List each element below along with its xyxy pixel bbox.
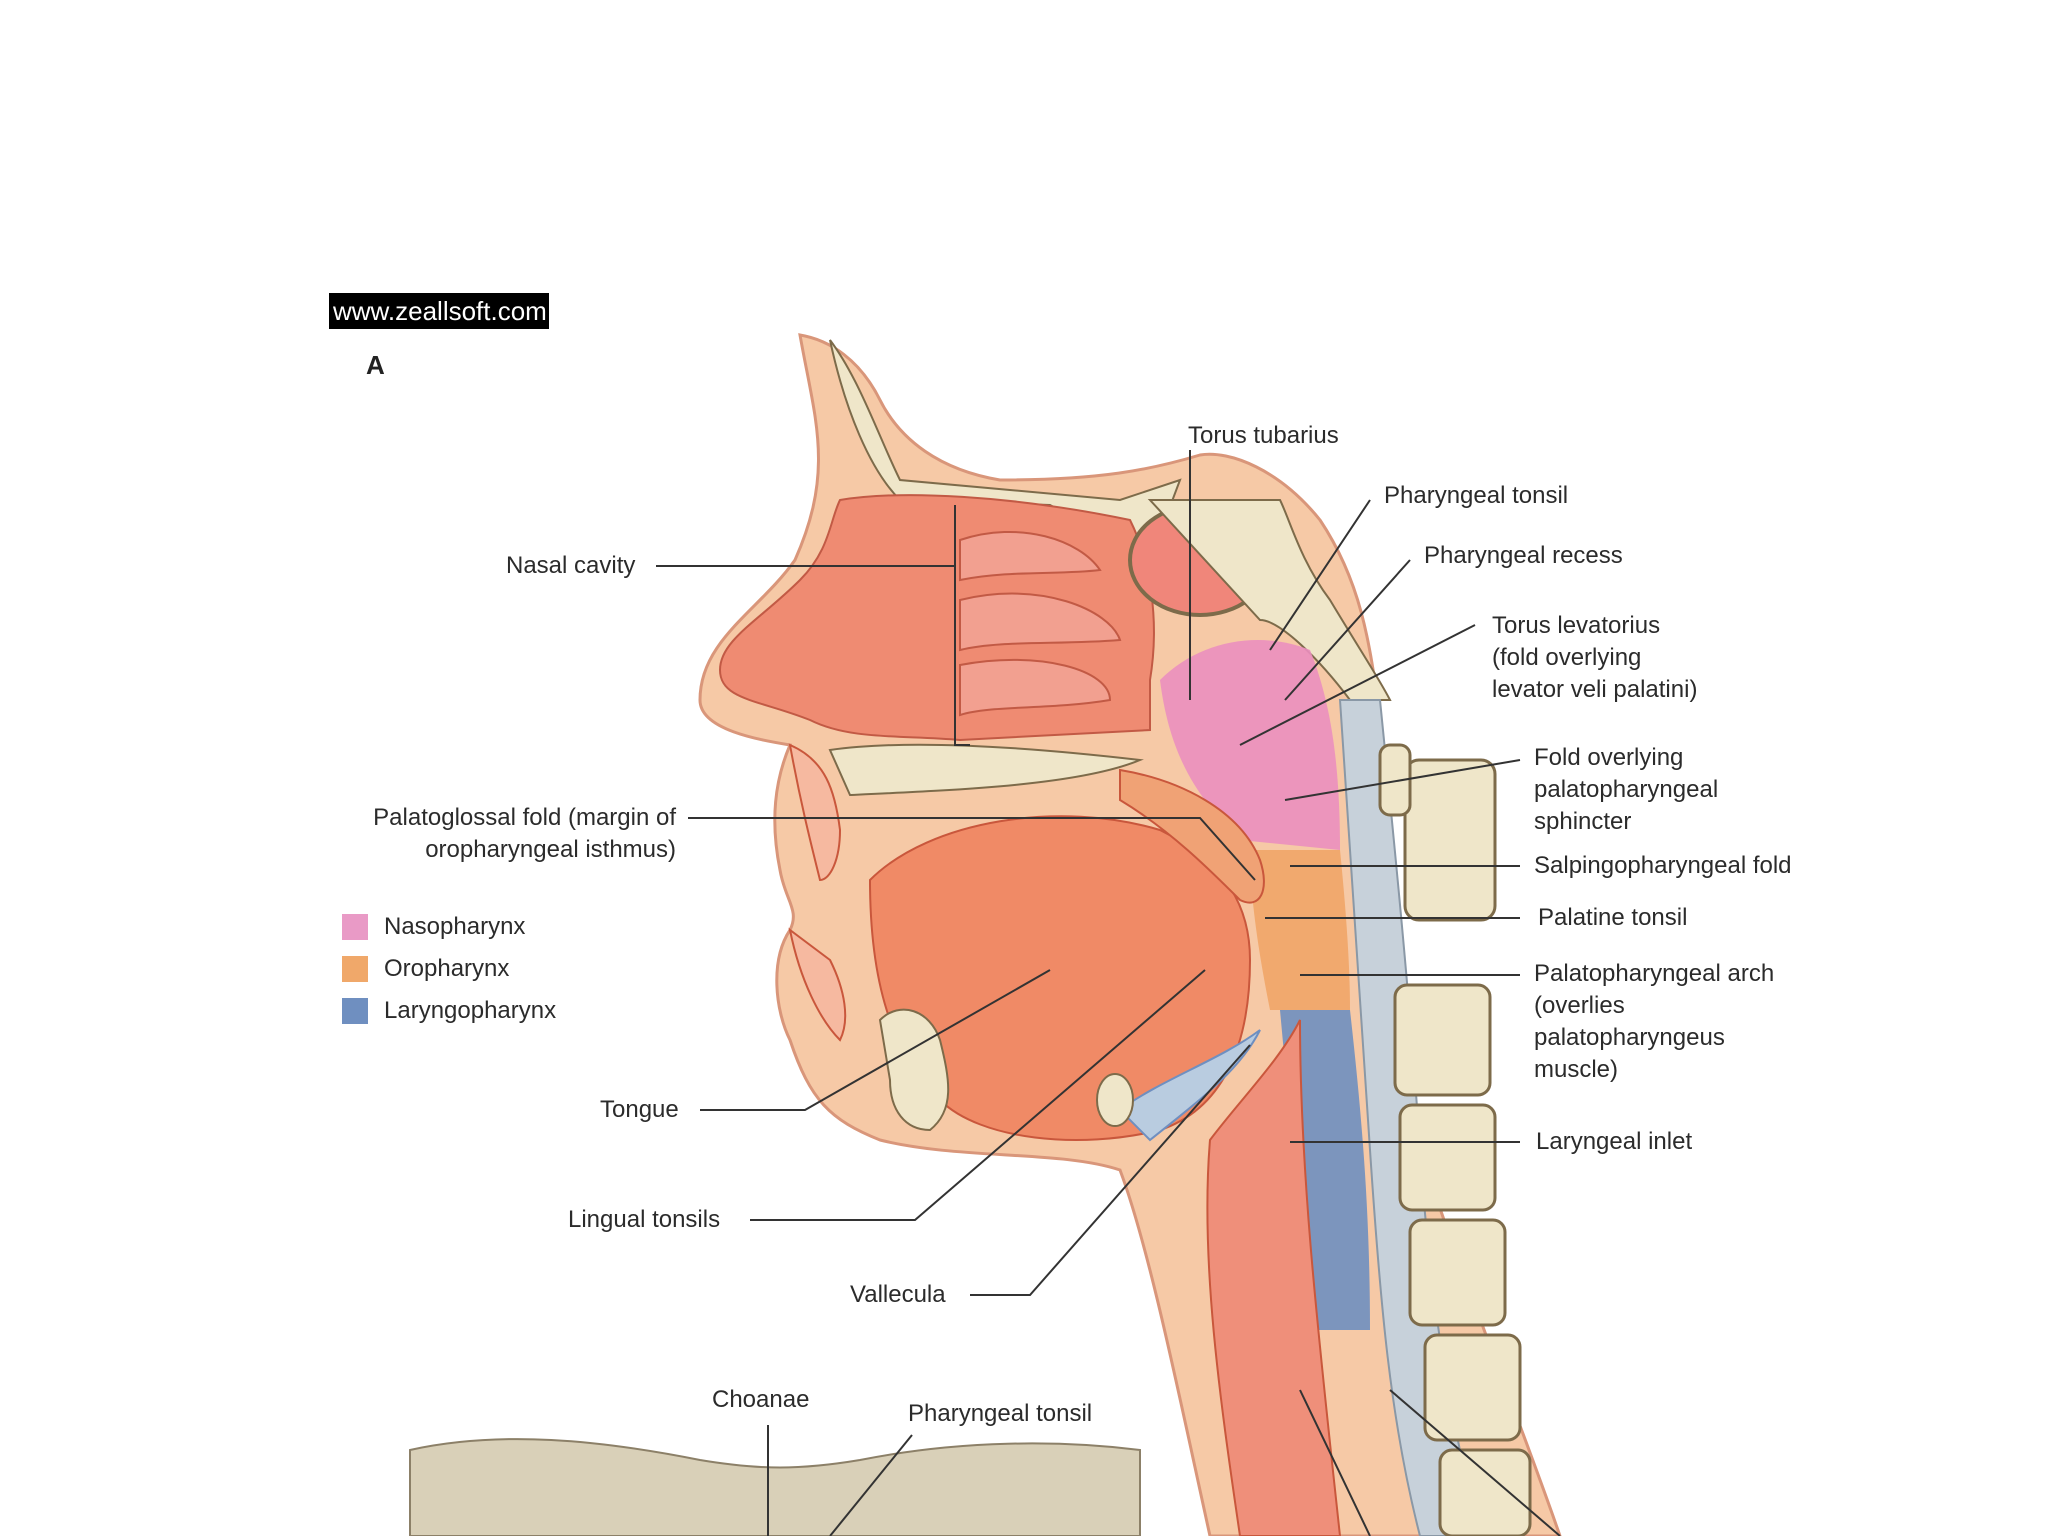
epiglottis — [1118, 1029, 1261, 1142]
oropharynx-region — [1250, 850, 1350, 1010]
watermark-text: www.zeallsoft.com — [329, 293, 549, 329]
leader-torus-levatorius — [1239, 624, 1476, 746]
panel-b-skull — [409, 1438, 1141, 1536]
leader-lingual-tonsils — [750, 969, 1206, 1221]
legend-label-oropharynx: Oropharynx — [384, 955, 510, 982]
legend-swatch-nasopharynx — [342, 914, 368, 940]
leader-pharyngeal-recess — [1284, 559, 1411, 701]
leader-nasal-cavity — [656, 505, 970, 746]
leader-pharyngeal-tonsil-b — [829, 1434, 913, 1536]
mandible-bone — [878, 1008, 950, 1132]
label-palatine-tonsil: Palatine tonsil — [1538, 904, 1688, 931]
vertebra — [1438, 1448, 1532, 1536]
larynx-tube — [1206, 1019, 1342, 1536]
label-palatoglossal-1: Palatoglossal fold (margin of — [373, 804, 676, 831]
legend-item-oropharynx: Oropharynx — [342, 948, 556, 990]
vertebra — [1378, 743, 1412, 817]
label-fold-overlying-1: Fold overlying — [1534, 744, 1684, 771]
label-palatopharyngeal-arch-1: Palatopharyngeal arch — [1534, 960, 1775, 987]
label-salpingopharyngeal-fold: Salpingopharyngeal fold — [1534, 852, 1792, 879]
vertebra — [1398, 1103, 1497, 1212]
legend-label-nasopharynx: Nasopharynx — [384, 913, 526, 940]
soft-palate — [1119, 768, 1265, 904]
label-torus-levatorius-2: (fold overlying — [1492, 644, 1642, 671]
leader-vallecula — [970, 1044, 1251, 1296]
upper-lip — [788, 743, 842, 882]
vertebra — [1403, 758, 1497, 922]
legend-swatch-laryngopharynx — [342, 998, 368, 1024]
hyoid-bone — [1096, 1073, 1134, 1127]
laryngopharynx-region — [1280, 1010, 1370, 1330]
region-legend: Nasopharynx Oropharynx Laryngopharynx — [342, 906, 556, 1032]
legend-item-nasopharynx: Nasopharynx — [342, 906, 556, 948]
legend-label-laryngopharynx: Laryngopharynx — [384, 997, 557, 1024]
legend-swatch-oropharynx — [342, 956, 368, 982]
label-laryngeal-inlet: Laryngeal inlet — [1536, 1128, 1693, 1155]
leader-pharyngeal-tonsil — [1269, 499, 1371, 651]
vertebra — [1423, 1333, 1522, 1442]
vertebra — [1393, 983, 1492, 1097]
label-palatopharyngeal-arch-4: muscle) — [1534, 1056, 1619, 1083]
label-pharyngeal-recess: Pharyngeal recess — [1424, 542, 1623, 569]
label-lingual-tonsils: Lingual tonsils — [568, 1206, 721, 1233]
label-pharyngeal-tonsil: Pharyngeal tonsil — [1384, 482, 1569, 509]
turbinate-lower — [959, 658, 1112, 717]
label-tongue: Tongue — [600, 1096, 679, 1123]
hard-palate — [828, 743, 1144, 797]
lower-lip — [788, 927, 847, 1042]
vertebra — [1408, 1218, 1507, 1327]
label-nasal-cavity: Nasal cavity — [506, 552, 636, 579]
leader-fold-overlying — [1284, 759, 1521, 801]
turbinate-upper — [959, 531, 1102, 582]
leader-lines — [656, 450, 1561, 1536]
label-palatoglossal-2: oropharyngeal isthmus) — [425, 836, 676, 863]
leader-tongue — [700, 969, 1051, 1111]
label-vallecula: Vallecula — [850, 1281, 946, 1308]
label-pharyngeal-tonsil-b: Pharyngeal tonsil — [908, 1400, 1093, 1427]
panel-letter: A — [366, 350, 385, 380]
vertebrae — [1378, 743, 1532, 1536]
leader-bottom-2 — [1389, 1389, 1561, 1536]
label-palatopharyngeal-arch-3: palatopharyngeus — [1534, 1024, 1725, 1051]
legend-item-laryngopharynx: Laryngopharynx — [342, 990, 556, 1032]
label-fold-overlying-2: palatopharyngeal — [1534, 776, 1719, 803]
label-torus-levatorius-1: Torus levatorius — [1492, 612, 1661, 639]
leader-bottom-1 — [1299, 1389, 1371, 1536]
label-fold-overlying-3: sphincter — [1534, 808, 1632, 835]
label-palatopharyngeal-arch-2: (overlies — [1534, 992, 1625, 1019]
label-torus-levatorius-3: levator veli palatini) — [1492, 676, 1698, 703]
leader-palatoglossal — [688, 817, 1256, 881]
turbinate-middle — [959, 592, 1122, 652]
label-choanae: Choanae — [712, 1386, 810, 1413]
label-torus-tubarius: Torus tubarius — [1188, 422, 1339, 449]
